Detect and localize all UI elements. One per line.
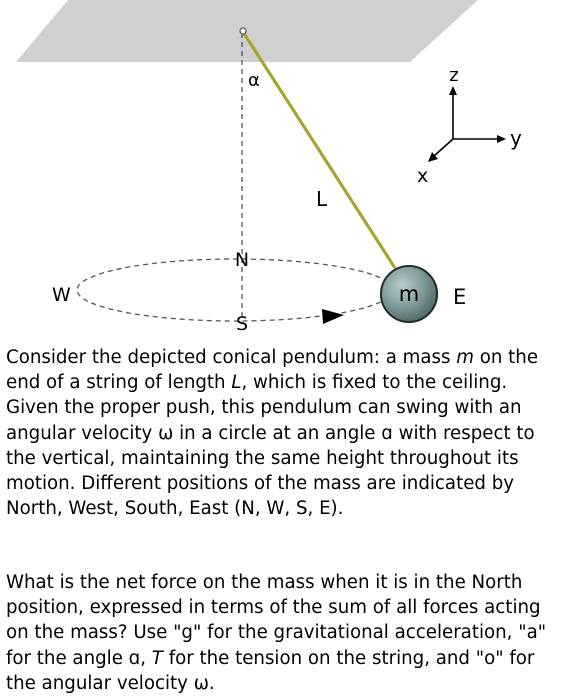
pendulum-string [241, 31, 397, 269]
angle-label: α [248, 70, 260, 91]
axis-x-label: x [417, 165, 428, 187]
text-run: , which is fixed to the ceiling. Given t… [6, 372, 535, 520]
length-label: L [316, 187, 328, 211]
mass-label: m [399, 282, 419, 306]
italic-symbol: m [456, 347, 474, 368]
ceiling-plane [16, 0, 478, 62]
axis-z-label: z [449, 66, 458, 87]
south-label: S [236, 313, 248, 335]
axis-y-label: y [510, 126, 522, 150]
north-label: N [235, 249, 249, 271]
text-run: What is the net force on the mass when i… [6, 572, 547, 669]
text-run: Consider the depicted conical pendulum: … [6, 347, 457, 368]
direction-arrow [322, 309, 344, 324]
text-run: on the end of a string of length [6, 347, 539, 394]
italic-symbol: L [231, 372, 242, 394]
pivot-point [239, 27, 247, 35]
question-paragraph-context: Consider the depicted conical pendulum: … [6, 345, 562, 521]
pendulum-mass [380, 265, 438, 323]
text-run: for the tension on the string, and "o" f… [6, 647, 535, 694]
coordinate-axes [428, 86, 506, 162]
italic-symbol: T [151, 647, 163, 669]
east-label: E [453, 285, 466, 309]
conical-pendulum-diagram: α L m N S W E z y x [16, 0, 522, 335]
question-paragraph-prompt: What is the net force on the mass when i… [6, 570, 562, 696]
west-label: W [52, 284, 71, 306]
